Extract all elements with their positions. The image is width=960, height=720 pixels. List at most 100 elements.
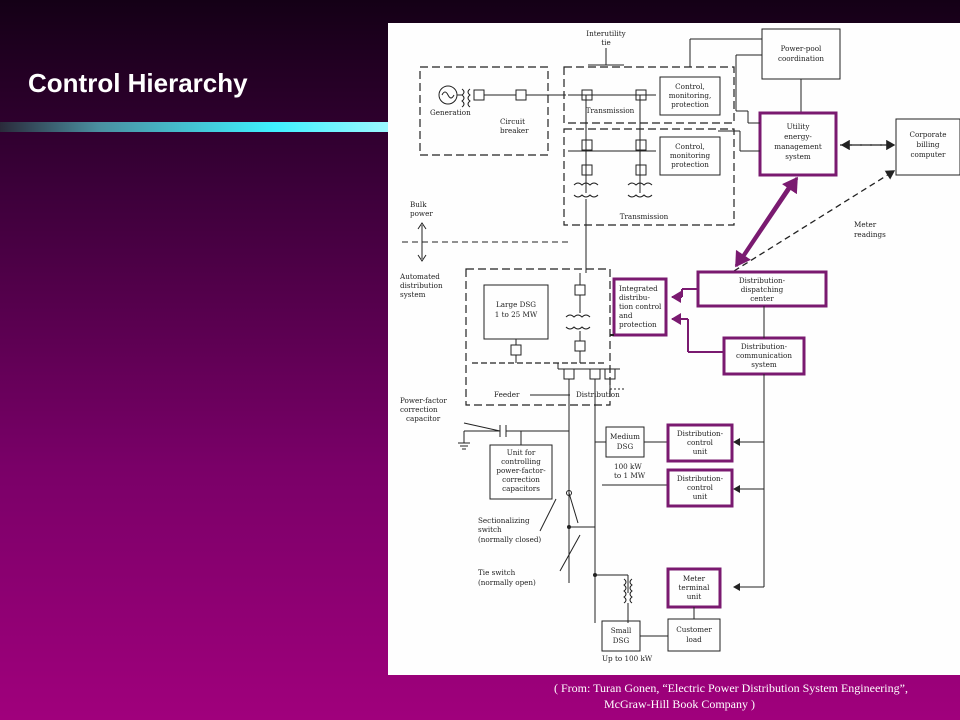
svg-text:communication: communication [736, 351, 792, 360]
svg-text:system: system [785, 152, 811, 161]
svg-text:Customer: Customer [676, 625, 712, 634]
svg-text:correction: correction [502, 475, 540, 484]
sectionalizing-switch: Sectionalizing switch (normally closed) [478, 490, 595, 544]
svg-text:monitoring,: monitoring, [669, 91, 712, 100]
svg-text:Generation: Generation [430, 108, 471, 117]
svg-text:Automated: Automated [399, 272, 440, 281]
svg-text:(normally closed): (normally closed) [478, 535, 541, 544]
control-box-1: Control, monitoring, protection [659, 76, 721, 116]
svg-text:load: load [686, 635, 702, 644]
generation-block: Generation Circuit breaker [419, 66, 549, 156]
svg-text:controlling: controlling [501, 457, 541, 466]
svg-text:unit: unit [693, 447, 708, 456]
diagram-panel: Interutility tie Power-pool coordination… [388, 23, 960, 675]
utility-ems-box: Utility energy- management system [758, 111, 838, 177]
svg-text:billing: billing [916, 140, 939, 149]
svg-text:Medium: Medium [610, 432, 640, 441]
customer-load-box: Customer load [667, 618, 721, 652]
svg-text:distribution: distribution [400, 281, 443, 290]
svg-text:Up to 100 kW: Up to 100 kW [602, 654, 653, 663]
svg-text:(normally open): (normally open) [478, 578, 536, 587]
meter-terminal-unit-box: Meter terminal unit [623, 567, 722, 623]
svg-text:unit: unit [693, 492, 708, 501]
svg-text:Power-pool: Power-pool [781, 44, 822, 53]
caption-line-2: McGraw-Hill Book Company ) [604, 697, 755, 711]
svg-text:correction: correction [400, 405, 438, 414]
svg-text:Corporate: Corporate [909, 130, 946, 139]
svg-text:terminal: terminal [679, 583, 711, 592]
svg-text:system: system [751, 360, 777, 369]
svg-text:protection: protection [671, 160, 709, 169]
svg-text:computer: computer [911, 150, 947, 159]
svg-text:unit: unit [687, 592, 702, 601]
interutility-tie: Interutility tie [586, 29, 627, 66]
svg-text:protection: protection [619, 320, 657, 329]
interutility-tie-label-2: tie [601, 38, 610, 47]
control-hierarchy-diagram: Interutility tie Power-pool coordination… [399, 28, 960, 663]
feeder-lines [568, 379, 629, 623]
control-box-2: Control, monitoring protection [659, 136, 721, 176]
svg-text:Meter: Meter [683, 574, 706, 583]
svg-text:dispatching: dispatching [741, 285, 784, 294]
corporate-billing-box: Corporate billing computer [895, 118, 960, 176]
svg-text:coordination: coordination [778, 54, 824, 63]
title-accent-bar [0, 122, 392, 132]
svg-text:Distribution: Distribution [576, 390, 620, 399]
svg-text:Tie switch: Tie switch [478, 568, 516, 577]
svg-text:Distribution-: Distribution- [739, 276, 786, 285]
distribution-block: Large DSG 1 to 25 MW Feeder Distribution [465, 268, 620, 406]
power-pool-box: Power-pool coordination [761, 28, 841, 80]
meter-readings-label-1: Meter [854, 220, 877, 229]
svg-text:protection: protection [671, 100, 709, 109]
svg-text:Control,: Control, [675, 142, 705, 151]
svg-text:100 kW: 100 kW [614, 462, 642, 471]
svg-text:DSG: DSG [617, 442, 634, 451]
svg-text:Sectionalizing: Sectionalizing [478, 516, 530, 525]
pf-capacitor: Power-factor correction capacitor [400, 396, 569, 450]
svg-text:Circuit: Circuit [500, 117, 525, 126]
svg-text:Utility: Utility [787, 122, 811, 131]
svg-text:energy-: energy- [784, 132, 812, 141]
svg-text:Transmission: Transmission [586, 106, 635, 115]
svg-text:Distribution-: Distribution- [677, 429, 724, 438]
svg-text:control: control [687, 483, 714, 492]
svg-text:center: center [750, 294, 774, 303]
svg-text:Control,: Control, [675, 82, 705, 91]
communication-system-box: Distribution- communication system [722, 336, 806, 376]
svg-text:Feeder: Feeder [494, 390, 520, 399]
svg-text:system: system [400, 290, 426, 299]
meter-readings-label-2: readings [854, 230, 886, 239]
svg-text:management: management [774, 142, 822, 151]
svg-text:Large DSG: Large DSG [496, 300, 536, 309]
svg-text:distribu-: distribu- [619, 293, 650, 302]
medium-dsg-box: Medium DSG 100 kW to 1 MW [605, 426, 646, 480]
svg-text:capacitor: capacitor [406, 414, 441, 423]
svg-text:to 1 MW: to 1 MW [614, 471, 646, 480]
svg-text:Power-factor: Power-factor [400, 396, 447, 405]
svg-text:Transmission: Transmission [620, 212, 669, 221]
integrated-control-box: Integrated distribu- tion control and pr… [612, 277, 668, 337]
transmission-block-2: Transmission [563, 95, 735, 226]
svg-text:Bulk: Bulk [410, 200, 427, 209]
distribution-control-unit-2: Distribution- control unit [666, 468, 734, 508]
transmission-block-1: Transmission [563, 66, 735, 124]
svg-text:Small: Small [611, 626, 632, 635]
dispatching-center-box: Distribution- dispatching center [696, 270, 828, 308]
distribution-control-unit-1: Distribution- control unit [666, 423, 734, 463]
svg-text:DSG: DSG [613, 636, 630, 645]
svg-text:power: power [410, 209, 433, 218]
pf-control-unit-box: Unit for controlling power-factor- corre… [489, 444, 553, 500]
svg-text:1 to 25 MW: 1 to 25 MW [495, 310, 538, 319]
svg-text:Unit for: Unit for [507, 448, 536, 457]
purple-connector-arrows [671, 176, 799, 353]
svg-text:breaker: breaker [500, 126, 529, 135]
caption-line-1: ( From: Turan Gonen, “Electric Power Dis… [554, 681, 908, 695]
svg-text:power-factor-: power-factor- [496, 466, 546, 475]
svg-text:control: control [687, 438, 714, 447]
slide-title: Control Hierarchy [28, 68, 248, 98]
bulk-power-labels: Bulk power Automated distribution system [399, 200, 568, 299]
svg-text:and: and [619, 311, 633, 320]
source-caption: ( From: Turan Gonen, “Electric Power Dis… [540, 680, 960, 712]
interutility-tie-label-1: Interutility [586, 29, 626, 38]
svg-text:Distribution-: Distribution- [677, 474, 724, 483]
